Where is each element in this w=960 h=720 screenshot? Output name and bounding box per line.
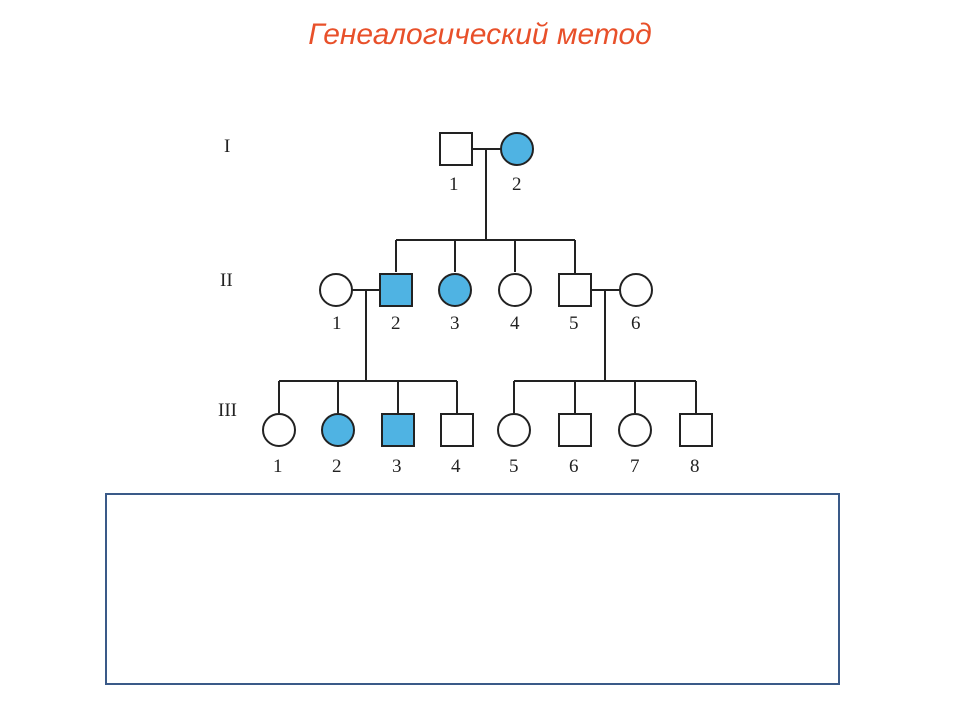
label-II-5: 5 (569, 313, 579, 334)
label-II-1: 1 (332, 313, 342, 334)
label-III-3: 3 (392, 456, 402, 477)
label-II-4: 4 (510, 313, 520, 334)
female-symbol-III-7 (618, 413, 652, 447)
female-symbol-II-6 (619, 273, 653, 307)
label-III-7: 7 (630, 456, 640, 477)
generation-label-II: II (220, 270, 233, 291)
male-symbol-III-4 (440, 413, 474, 447)
individual-numbers: 1 2 1 2 3 4 5 6 1 2 3 4 5 6 7 8 (273, 174, 700, 477)
female-symbol-III-2-affected (321, 413, 355, 447)
male-symbol-III-8 (679, 413, 713, 447)
female-symbol-III-1 (262, 413, 296, 447)
female-symbol-III-5 (497, 413, 531, 447)
female-symbol-I-2-affected (500, 132, 534, 166)
female-symbol-II-4 (498, 273, 532, 307)
label-II-2: 2 (391, 313, 401, 334)
slide-title: Генеалогический метод (308, 18, 652, 51)
label-I-1: 1 (449, 174, 459, 195)
label-II-6: 6 (631, 313, 641, 334)
label-III-8: 8 (690, 456, 700, 477)
label-III-1: 1 (273, 456, 283, 477)
label-III-2: 2 (332, 456, 342, 477)
male-symbol-III-6 (558, 413, 592, 447)
generation-label-III: III (218, 400, 237, 421)
male-symbol-III-3-affected (381, 413, 415, 447)
male-symbol-II-5 (558, 273, 592, 307)
female-symbol-II-1 (319, 273, 353, 307)
label-III-4: 4 (451, 456, 461, 477)
label-I-2: 2 (512, 174, 522, 195)
male-symbol-II-2-affected (379, 273, 413, 307)
label-II-3: 3 (450, 313, 460, 334)
pedigree-lines (278, 148, 697, 414)
answer-box[interactable] (105, 493, 840, 685)
generation-label-I: I (224, 136, 230, 157)
label-III-5: 5 (509, 456, 519, 477)
label-III-6: 6 (569, 456, 579, 477)
male-symbol-I-1 (439, 132, 473, 166)
female-symbol-II-3-affected (438, 273, 472, 307)
